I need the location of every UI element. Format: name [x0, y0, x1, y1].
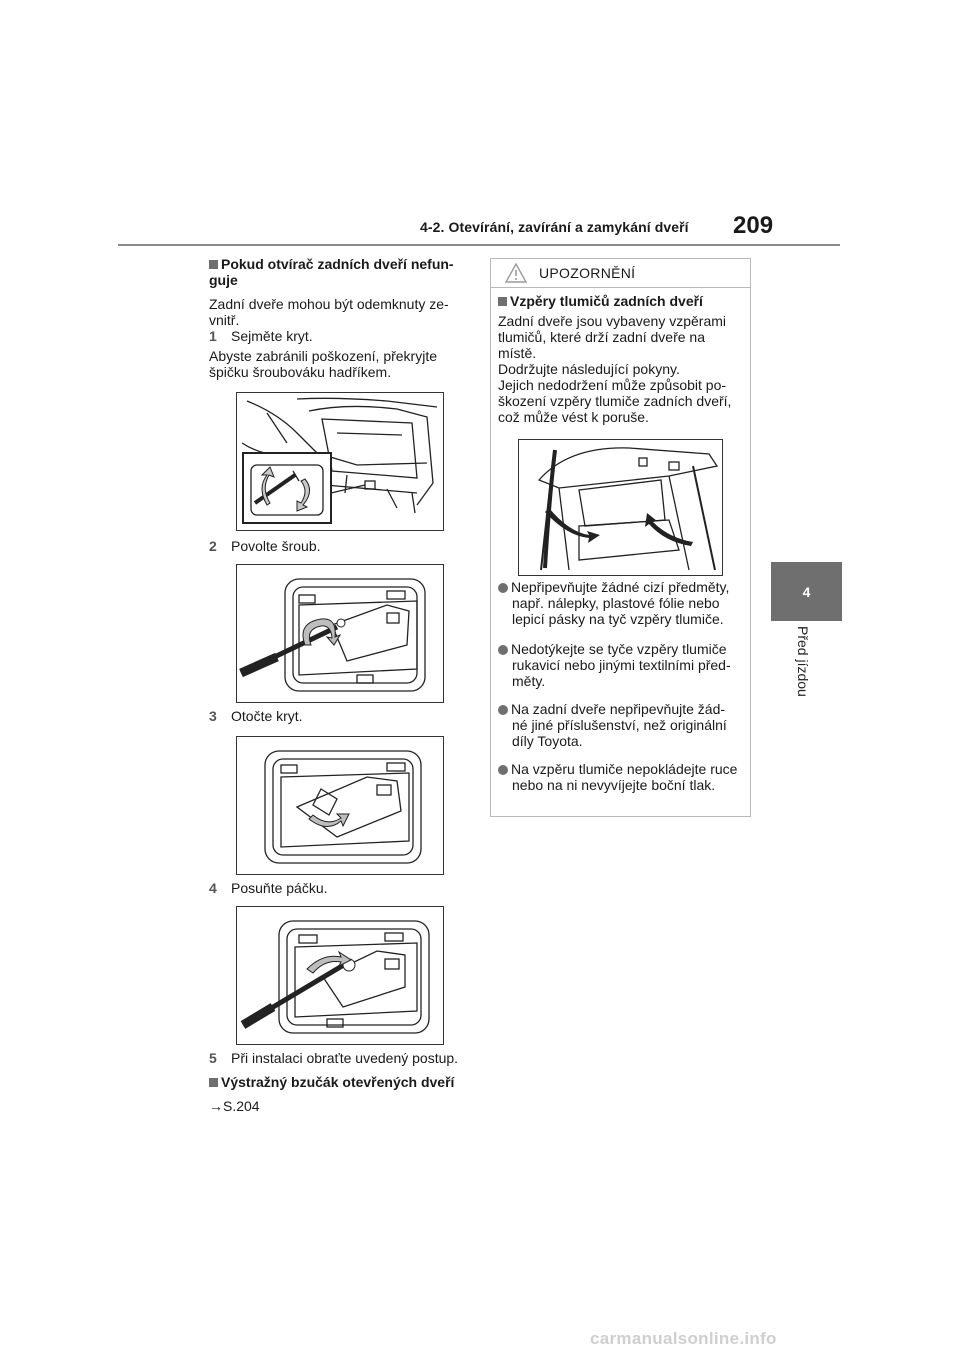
step-2: 2 Povolte šroub. — [209, 538, 467, 554]
step-1-note: Abyste zabránili poškození, překryjte šp… — [209, 348, 437, 380]
step-text: Sejměte kryt. — [231, 328, 313, 344]
chapter-tab: 4 — [771, 562, 842, 621]
warning-triangle-icon — [505, 263, 527, 283]
step-text: Povolte šroub. — [231, 538, 321, 554]
bullet-text: Na zadní dveře nepřipevňujte žád-né jiné… — [511, 701, 727, 749]
step-number: 5 — [209, 1050, 217, 1066]
step-number: 1 — [209, 328, 217, 344]
caution-subheading: Vzpěry tlumičů zadních dveří — [498, 293, 738, 309]
caution-paragraph: Zadní dveře jsou vybaveny vzpěrami tlumi… — [498, 313, 732, 425]
round-bullet-icon — [498, 645, 508, 655]
step-number: 3 — [209, 708, 217, 724]
page-reference: →S.204 — [209, 1098, 260, 1114]
figure-damper-struts — [518, 439, 723, 576]
step-number: 4 — [209, 880, 217, 896]
illustration-tailgate-cover — [241, 397, 438, 524]
step-4: 4 Posuňte páčku. — [209, 880, 467, 896]
caution-bullet-2: Nedotýkejte se tyče vzpěry tlumiče rukav… — [498, 641, 738, 689]
illustration-rotate-cover — [264, 750, 422, 864]
chapter-number: 4 — [802, 583, 811, 600]
figure-loosen-screw — [236, 564, 444, 703]
square-bullet-icon — [209, 1078, 218, 1087]
step-text: Otočte kryt. — [231, 708, 303, 724]
header-divider — [118, 244, 840, 246]
bullet-text: Nedotýkejte se tyče vzpěry tlumiče rukav… — [511, 641, 731, 689]
square-bullet-icon — [209, 260, 218, 269]
step-text: Posuňte páčku. — [231, 880, 328, 896]
caution-bullet-1: Nepřipevňujte žádné cizí předměty, např.… — [498, 579, 738, 627]
bullet-text: Na vzpěru tlumiče nepokládejte ruce nebo… — [511, 761, 738, 793]
heading-door-buzzer: Výstražný bzučák otevřených dveří — [209, 1074, 471, 1090]
figure-remove-cover — [236, 392, 444, 531]
illustration-slide-lever — [240, 920, 430, 1034]
square-bullet-icon — [498, 297, 507, 306]
step-5: 5 Při instalaci obraťte uvedený postup. — [209, 1050, 469, 1066]
heading-opener-fails: Pokud otvírač zadních dveří nefun-guje — [209, 256, 467, 288]
heading-text: Výstražný bzučák otevřených dveří — [221, 1074, 455, 1090]
caution-box: UPOZORNĚNÍ Vzpěry tlumičů zadních dveří … — [490, 258, 751, 817]
illustration-damper-struts — [537, 447, 719, 571]
step-3: 3 Otočte kryt. — [209, 708, 467, 724]
round-bullet-icon — [498, 765, 508, 775]
chapter-title: Před jízdou — [795, 626, 811, 697]
caution-header: UPOZORNĚNÍ — [491, 259, 750, 288]
heading-text: Pokud otvírač zadních dveří nefun-guje — [209, 256, 454, 288]
caution-title: UPOZORNĚNÍ — [539, 265, 636, 281]
round-bullet-icon — [498, 705, 508, 715]
intro-text: Zadní dveře mohou být odemknuty ze-vnitř… — [209, 296, 449, 328]
page-number: 209 — [733, 212, 774, 239]
caution-subheading-text: Vzpěry tlumičů zadních dveří — [510, 293, 703, 309]
caution-bullet-4: Na vzpěru tlumiče nepokládejte ruce nebo… — [498, 761, 738, 793]
figure-slide-lever — [236, 906, 444, 1045]
caution-bullet-3: Na zadní dveře nepřipevňujte žád-né jiné… — [498, 701, 738, 749]
section-title: 4-2. Otevírání, zavírání a zamykání dveř… — [420, 219, 689, 235]
bullet-text: Nepřipevňujte žádné cizí předměty, např.… — [511, 579, 730, 627]
step-number: 2 — [209, 538, 217, 554]
step-1: 1 Sejměte kryt. — [209, 328, 467, 344]
site-watermark: carmanualsonline.info — [590, 1329, 777, 1348]
round-bullet-icon — [498, 583, 508, 593]
step-text: Při instalaci obraťte uvedený postup. — [231, 1050, 459, 1066]
figure-rotate-cover — [236, 736, 444, 875]
illustration-loosen-screw — [239, 578, 426, 692]
